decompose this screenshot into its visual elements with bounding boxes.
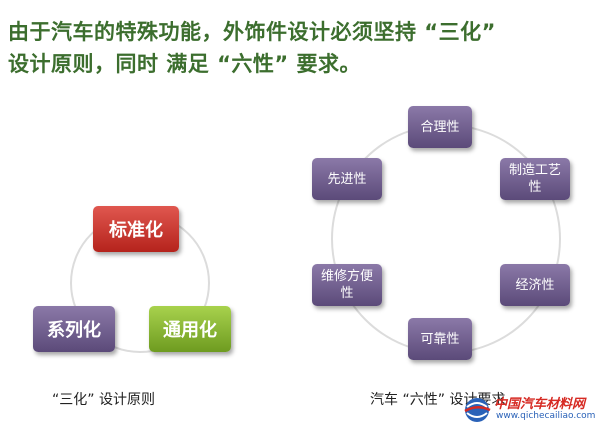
node-advancement: 先进性 <box>312 158 382 200</box>
logo-url: www.qichecailiao.com <box>496 411 596 421</box>
node-economy: 经济性 <box>500 264 570 306</box>
headline-line-1: 由于汽车的特殊功能，外饰件设计必须坚持 “三化” <box>8 20 496 44</box>
globe-icon <box>464 398 491 422</box>
node-generalization: 通用化 <box>149 306 231 352</box>
node-serialization: 系列化 <box>33 306 115 352</box>
headline-line-2: 设计原则，同时 满足 “六性” 要求。 <box>8 52 362 76</box>
node-maintainability: 维修方便性 <box>312 264 382 306</box>
site-logo: 中国汽车材料网 www.qichecailiao.com <box>462 391 596 429</box>
node-standardization: 标准化 <box>93 206 179 252</box>
san-hua-caption: “三化” 设计原则 <box>52 392 155 408</box>
node-reliability: 可靠性 <box>408 318 472 360</box>
node-rationality: 合理性 <box>408 106 472 148</box>
logo-name: 中国汽车材料网 <box>494 397 586 412</box>
headline: 由于汽车的特殊功能，外饰件设计必须坚持 “三化” 设计原则，同时 满足 “六性”… <box>8 16 592 80</box>
node-manufacturability: 制造工艺性 <box>500 158 570 200</box>
